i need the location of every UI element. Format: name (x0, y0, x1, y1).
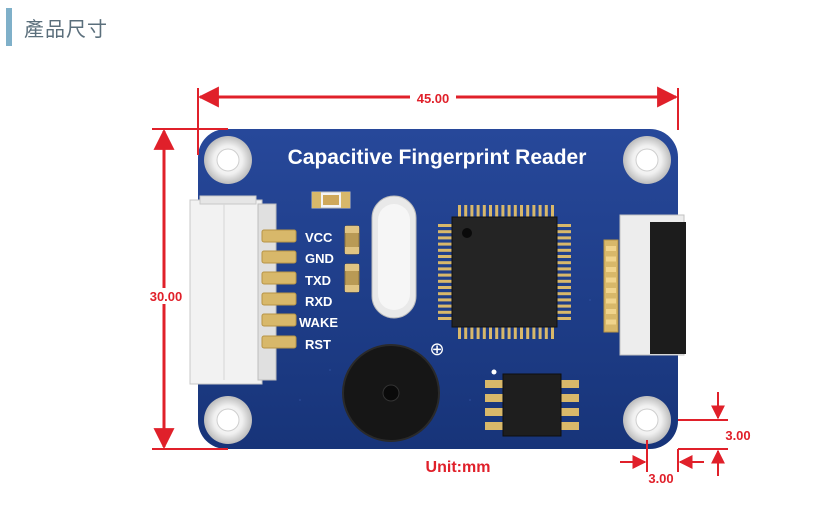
mounting-hole-top-left (204, 136, 252, 184)
pin-label-vcc: VCC (305, 230, 333, 245)
fpc-connector (603, 214, 686, 356)
section-header: 產品尺寸 (0, 0, 819, 50)
smd-resistor (311, 191, 351, 209)
height-label-bg (144, 288, 188, 304)
pin-label-rst: RST (305, 337, 331, 352)
pin-label-rxd: RXD (305, 294, 332, 309)
mcu-chip (438, 205, 571, 339)
pin-header-connector (189, 195, 277, 385)
pin-labels: VCC GND TXD RXD WAKE RST (299, 230, 338, 352)
buzzer-plus-symbol: ⊕ (429, 339, 444, 360)
board-title: Capacitive Fingerprint Reader (288, 146, 587, 169)
buzzer (342, 344, 440, 442)
crystal-oscillator (371, 195, 417, 319)
width-label-bg (410, 90, 456, 104)
pin-label-gnd: GND (305, 251, 334, 266)
dimension-width-label: 45.00 (417, 91, 450, 106)
mounting-hole-top-right (623, 136, 671, 184)
page-title: 產品尺寸 (24, 17, 108, 41)
unit-label: Unit:mm (426, 459, 491, 476)
dimension-hole-offset-y (678, 392, 728, 476)
small-ic (485, 369, 579, 437)
pin-label-wake: WAKE (299, 315, 338, 330)
smd-capacitor-1 (344, 225, 360, 255)
pin-pads (261, 229, 297, 349)
dimension-hole-offset-y-label: 3.00 (725, 428, 750, 443)
dimension-hole-offset-x (620, 440, 704, 472)
header-accent-bar (6, 8, 12, 46)
mounting-hole-bottom-right (623, 396, 671, 444)
dimension-hole-offset-x-label: 3.00 (648, 471, 673, 486)
pin-label-txd: TXD (305, 273, 331, 288)
smd-capacitor-2 (344, 263, 360, 293)
mounting-hole-bottom-left (204, 396, 252, 444)
dimension-height-label: 30.00 (150, 289, 183, 304)
